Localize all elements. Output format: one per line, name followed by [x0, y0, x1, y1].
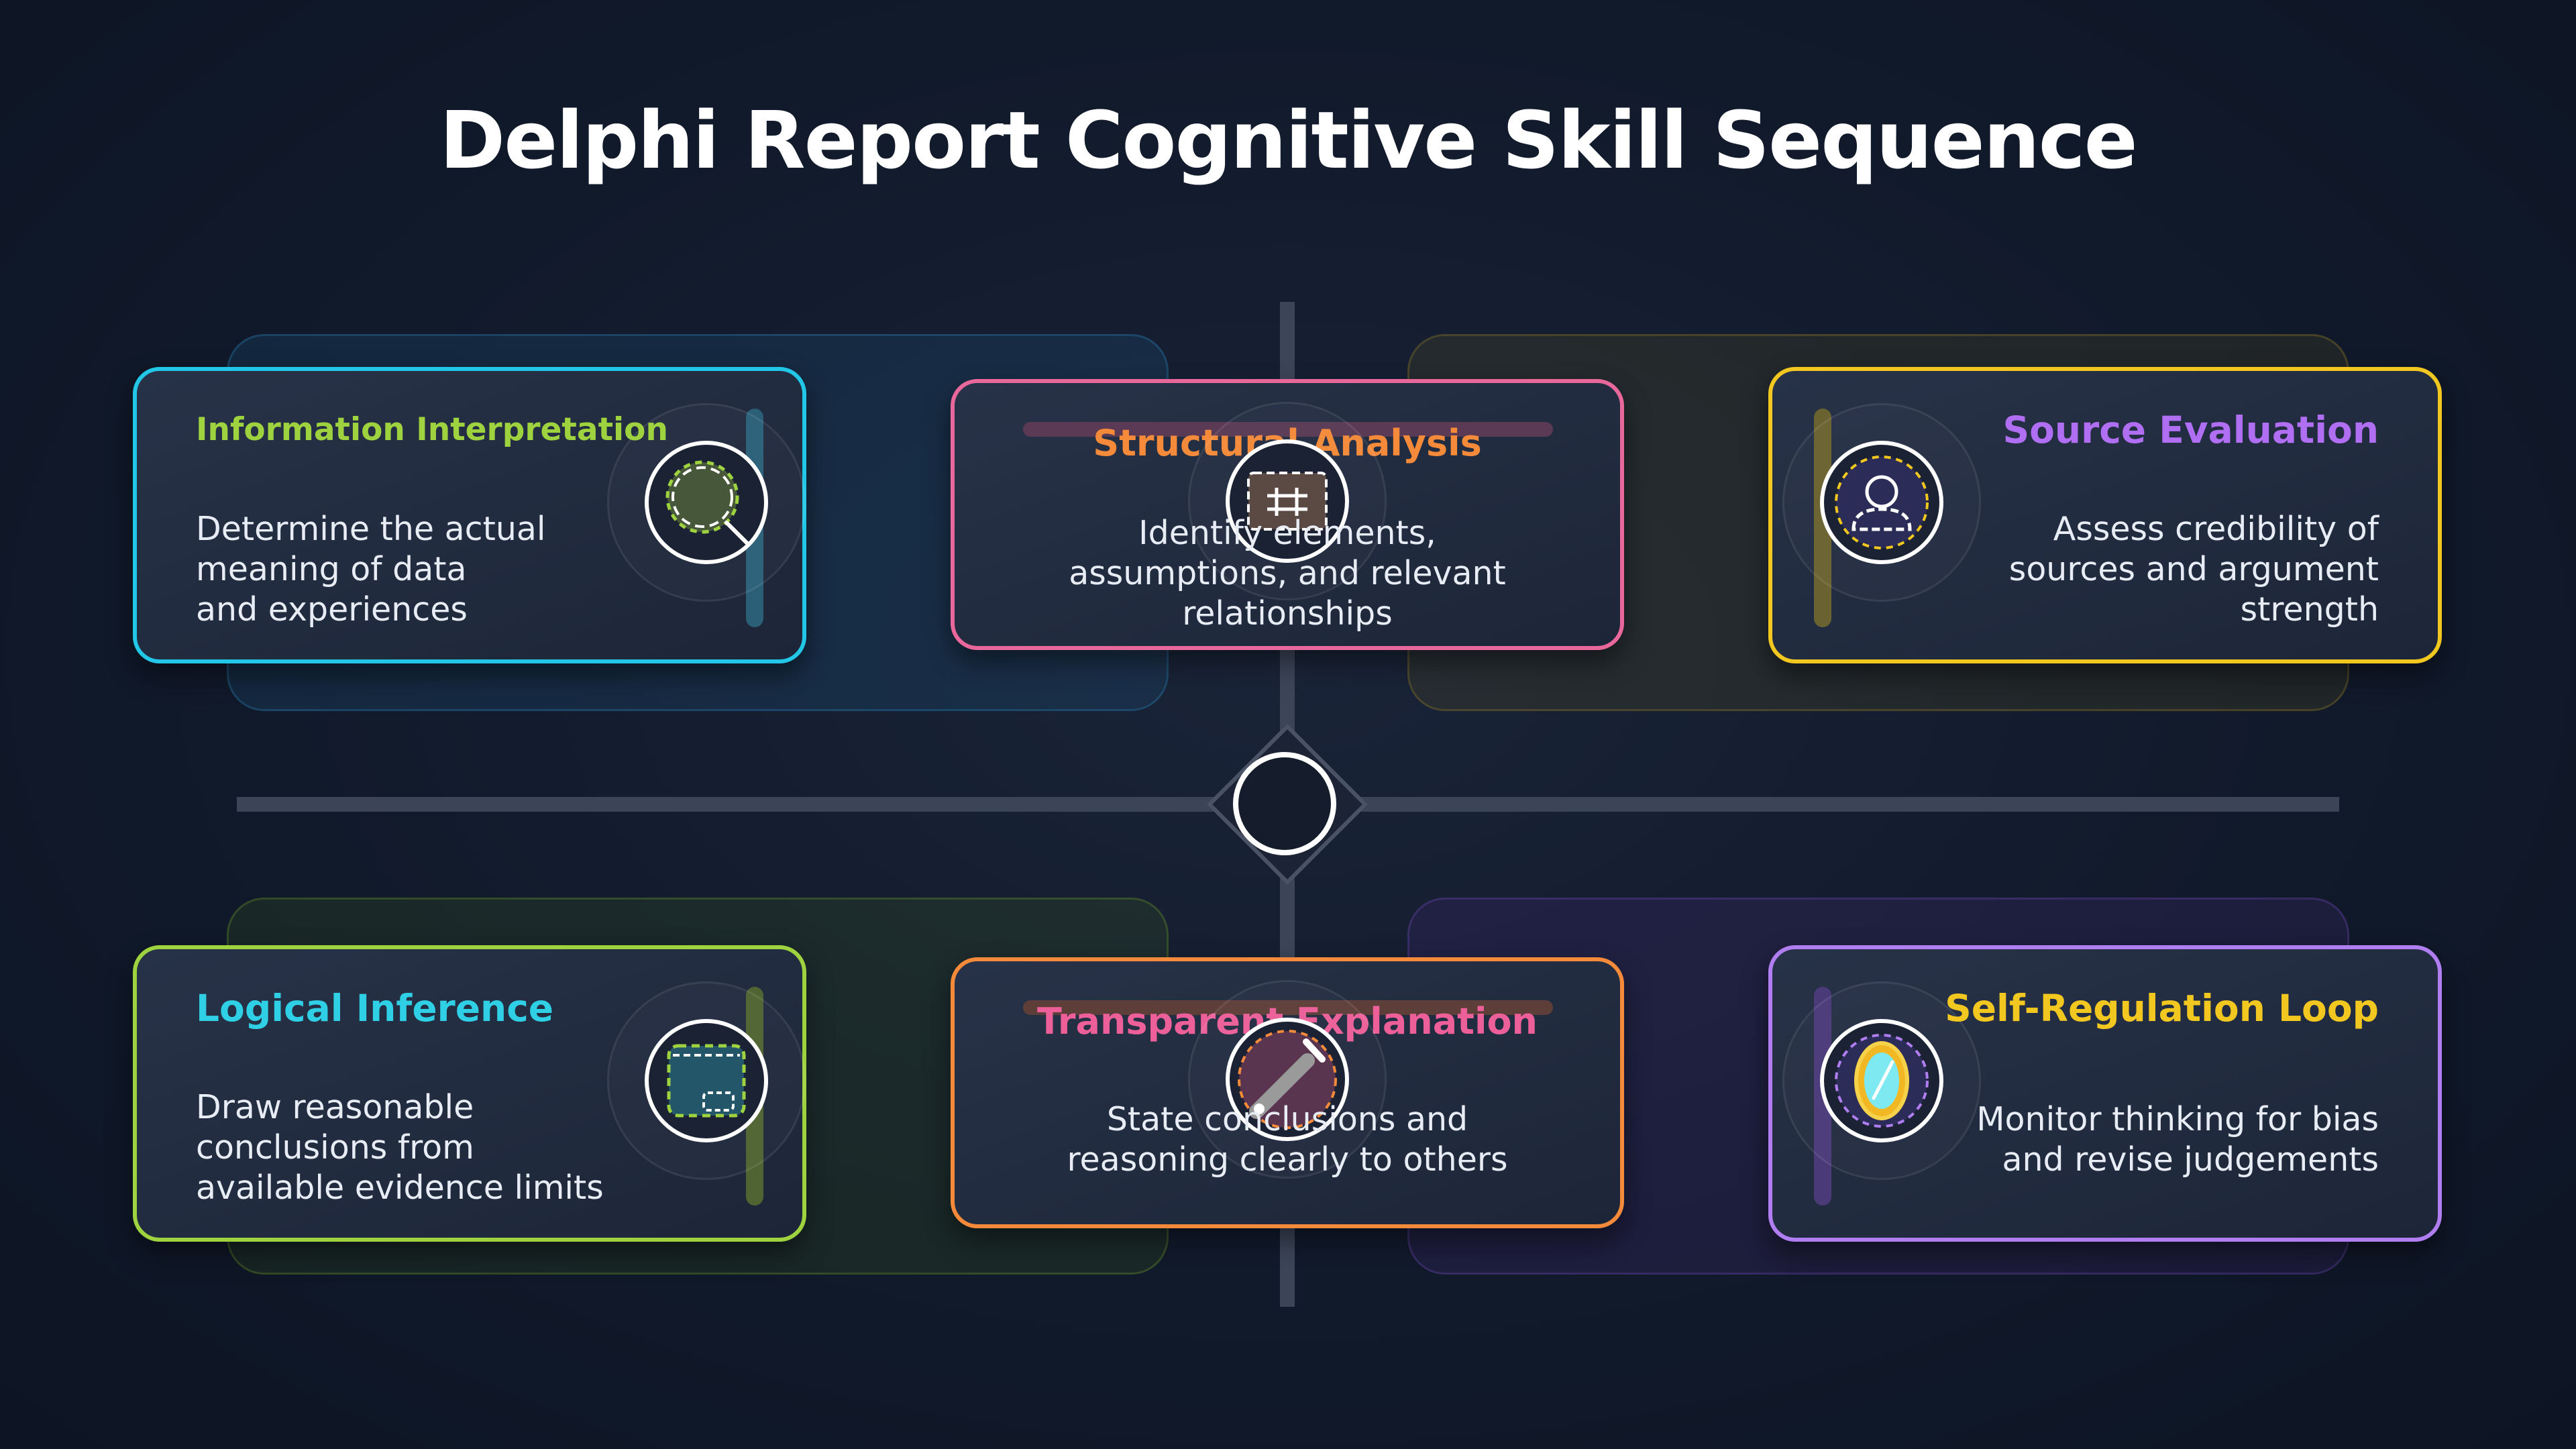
skill-card-structural-analysis: Structural Analysis Identify elements, a…: [951, 379, 1624, 650]
frame-icon: [1226, 439, 1349, 563]
mirror-icon: [1820, 1019, 1943, 1142]
skill-description: Assess credibility of sources and argume…: [2008, 510, 2379, 629]
page-title: Delphi Report Cognitive Skill Sequence: [439, 94, 2137, 186]
skill-title: Logical Inference: [196, 987, 554, 1030]
skill-title: Source Evaluation: [2002, 409, 2379, 451]
icon-halo: [1782, 981, 1981, 1180]
skill-title: Information Interpretation: [196, 411, 668, 448]
skill-description: Monitor thinking for bias and revise jud…: [1976, 1100, 2379, 1179]
skill-description: State conclusions and reasoning clearly …: [1067, 1100, 1508, 1179]
skill-description: Identify elements, assumptions, and rele…: [1069, 514, 1506, 633]
icon-halo: [607, 403, 806, 602]
skill-card-transparent-explanation: Transparent Explanation State conclusion…: [951, 957, 1624, 1228]
skill-description: Determine the actual meaning of data and…: [196, 510, 546, 629]
skill-card-information-interpretation: Information Interpretation Determine the…: [133, 367, 806, 663]
pen-icon: [1226, 1018, 1349, 1141]
person-icon: [1820, 441, 1943, 564]
icon-halo: [1188, 980, 1387, 1179]
skill-card-source-evaluation: Source Evaluation Assess credibility of …: [1768, 367, 2442, 663]
icon-halo: [607, 981, 806, 1180]
icon-halo: [1782, 403, 1981, 602]
skill-title: Self-Regulation Loop: [1945, 987, 2379, 1030]
skill-card-logical-inference: Logical Inference Draw reasonable conclu…: [133, 945, 806, 1242]
hub-circle: [1233, 752, 1336, 855]
magnifier-icon: [645, 441, 768, 564]
icon-halo: [1188, 402, 1387, 600]
skill-description: Draw reasonable conclusions from availab…: [196, 1088, 604, 1207]
window-icon: [645, 1019, 768, 1142]
skill-card-self-regulation-loop: Self-Regulation Loop Monitor thinking fo…: [1768, 945, 2442, 1242]
